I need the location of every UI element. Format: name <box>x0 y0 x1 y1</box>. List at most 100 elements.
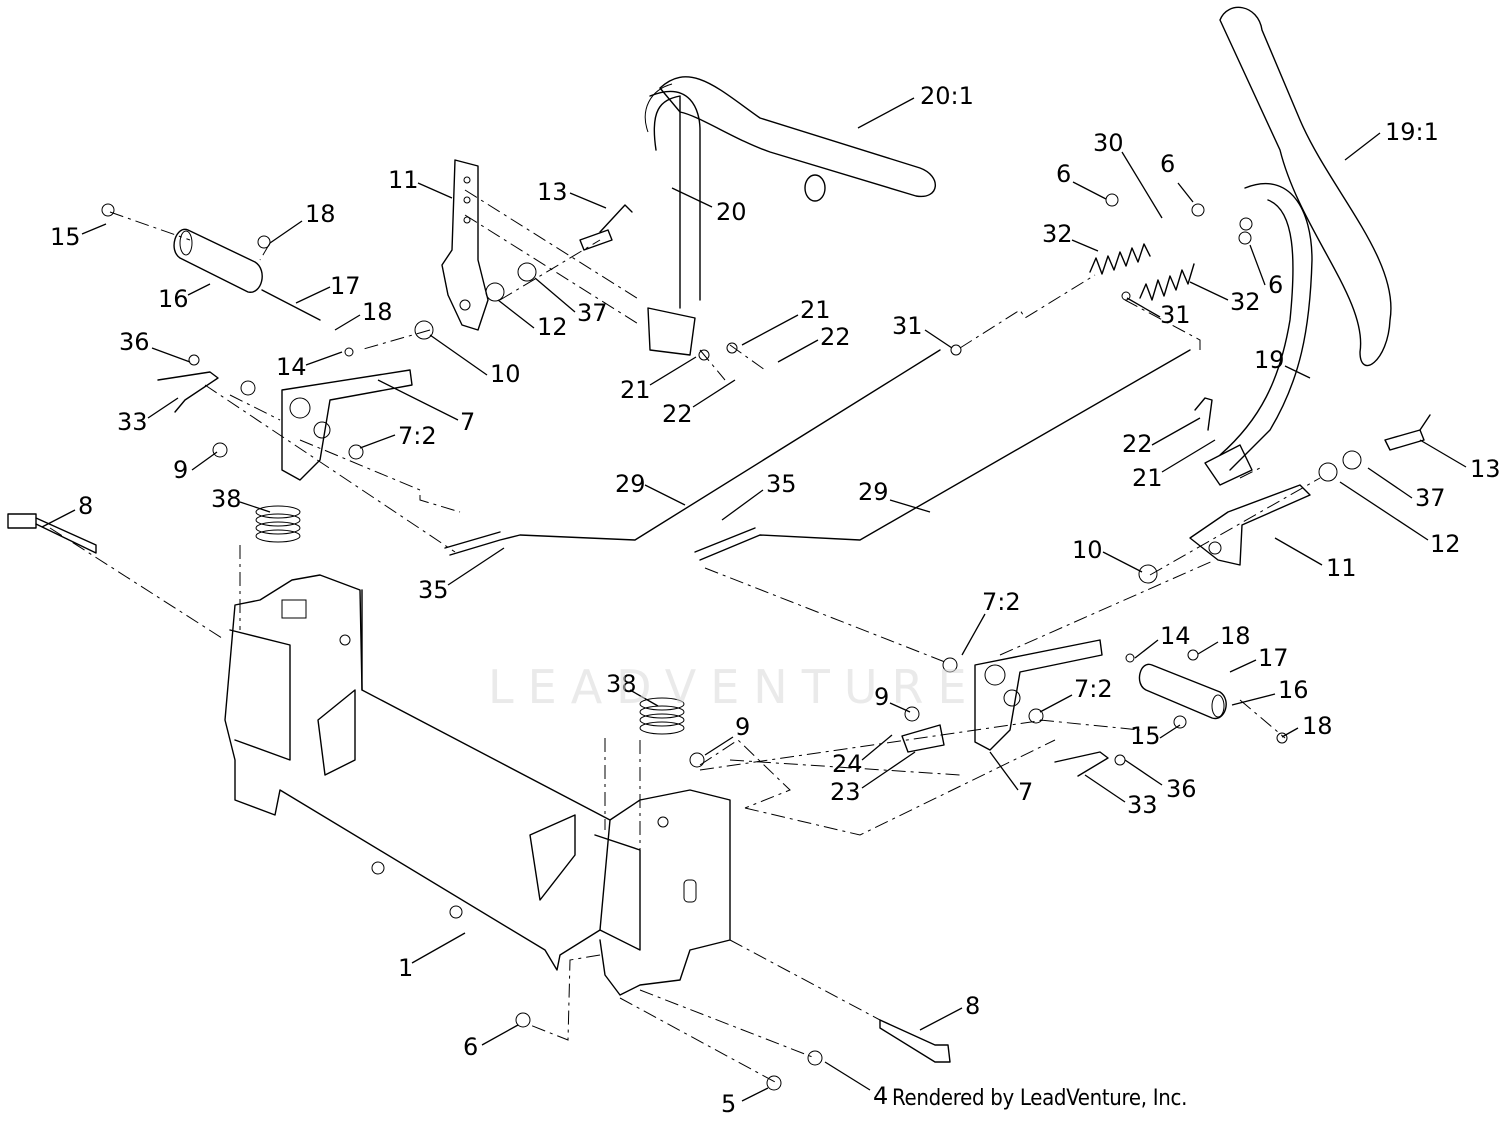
leader-line-c-29-b <box>889 499 931 513</box>
leader-line-c-9-b <box>889 702 911 713</box>
callout-c-1: 1 <box>398 954 413 982</box>
callout-c-38-b: 38 <box>606 670 637 698</box>
leader-line-c-7-2-b <box>961 613 986 656</box>
callout-c-30: 30 <box>1093 129 1124 157</box>
callout-c-37-a: 37 <box>577 299 608 327</box>
render-credit: Rendered by LeadVenture, Inc. <box>892 1086 1188 1111</box>
spring-32-a <box>1089 243 1151 275</box>
leader-line-c-15-b <box>1159 724 1181 739</box>
callout-c-29-a: 29 <box>615 470 646 498</box>
callout-c-35-b: 35 <box>418 576 449 604</box>
leader-line-c-6-d <box>481 1024 519 1046</box>
leader-line-c-16-b <box>1231 693 1276 706</box>
callout-c-18-a: 18 <box>305 200 336 228</box>
leader-line-c-19-1 <box>1344 132 1381 161</box>
leader-line-c-33-b <box>1084 774 1126 803</box>
leader-line-c-31-a <box>1126 297 1161 318</box>
bolt-8-right <box>879 1019 951 1063</box>
leader-line-c-12-b <box>1339 481 1429 541</box>
callout-c-16-a: 16 <box>158 285 189 313</box>
spring-38-a <box>255 505 301 543</box>
callout-c-24: 24 <box>832 750 863 778</box>
callout-c-5: 5 <box>721 1090 736 1118</box>
watermark-text: LEADVENTURE <box>488 660 981 714</box>
callout-c-18-b: 18 <box>362 298 393 326</box>
leader-line-c-38-a <box>239 501 271 513</box>
callout-c-14-a: 14 <box>276 353 307 381</box>
leader-line-c-7-b <box>989 751 1019 791</box>
callout-c-22-a: 22 <box>820 323 851 351</box>
callout-c-33-a: 33 <box>117 408 148 436</box>
leader-line-c-8-b <box>919 1007 963 1031</box>
leader-line-c-6-a <box>1072 181 1107 200</box>
leader-line-c-21-b <box>649 356 697 386</box>
leader-line-c-11-b <box>1274 537 1323 566</box>
leader-line-c-9-a <box>191 451 218 471</box>
callout-c-7-2-a: 7:2 <box>398 422 437 450</box>
callout-c-36-a: 36 <box>119 328 150 356</box>
control-arm-left-20 <box>647 90 701 356</box>
leader-line-c-33-a <box>147 397 179 419</box>
leader-line-c-13-a <box>569 192 607 209</box>
leader-line-c-9-c <box>704 736 734 756</box>
pivot-bracket-right-7 <box>974 639 1103 751</box>
leader-line-c-30 <box>1121 151 1163 219</box>
leader-line-c-35-a <box>721 489 764 521</box>
leader-line-c-8-a <box>41 509 76 528</box>
leader-line-c-36-b <box>1124 759 1163 786</box>
leader-line-c-21-c <box>1161 439 1216 473</box>
callout-c-6-b: 6 <box>1160 150 1175 178</box>
lever-left-11 <box>441 159 489 331</box>
callout-c-15-a: 15 <box>50 223 81 251</box>
callout-c-32-b: 32 <box>1230 288 1261 316</box>
leader-line-c-19 <box>1284 365 1311 379</box>
callout-c-6-c: 6 <box>1268 271 1283 299</box>
callout-c-21-c: 21 <box>1132 464 1163 492</box>
callout-c-11-b: 11 <box>1326 554 1357 582</box>
control-rod-29-right <box>694 349 1191 561</box>
callout-c-23: 23 <box>830 778 861 806</box>
leader-line-c-17-b <box>1229 659 1257 673</box>
leader-line-c-7-2-a <box>359 434 396 449</box>
control-rod-29-left <box>444 349 941 556</box>
main-frame-1 <box>224 574 731 996</box>
callout-c-7-2-c: 7:2 <box>1074 675 1113 703</box>
leader-line-c-32-a <box>1071 239 1099 252</box>
leader-line-c-10-b <box>1102 551 1143 573</box>
callout-c-15-b: 15 <box>1130 722 1161 750</box>
lever-right-11 <box>1189 484 1311 566</box>
leader-line-c-6-b <box>1177 182 1194 203</box>
leader-line-c-5 <box>741 1087 769 1102</box>
leader-line-c-13-b <box>1419 439 1467 468</box>
callout-c-20: 20 <box>716 198 747 226</box>
callout-c-13-b: 13 <box>1470 455 1500 483</box>
leader-line-c-4 <box>824 1061 871 1091</box>
callout-c-7-2-b: 7:2 <box>982 588 1021 616</box>
callout-c-7-a: 7 <box>460 408 475 436</box>
callout-c-14-b: 14 <box>1160 622 1191 650</box>
assembly-lines <box>49 189 1321 1083</box>
callout-c-17-b: 17 <box>1258 644 1289 672</box>
callout-c-21-b: 21 <box>620 376 651 404</box>
callout-c-31-b: 31 <box>892 312 923 340</box>
callout-c-31-a: 31 <box>1160 301 1191 329</box>
leader-line-c-1 <box>411 932 466 964</box>
leader-line-c-11-a <box>417 182 453 199</box>
leader-line-c-10-a <box>429 334 488 376</box>
callout-c-7-b: 7 <box>1018 778 1033 806</box>
callout-c-8-b: 8 <box>965 992 980 1020</box>
callout-c-18-d: 18 <box>1302 712 1333 740</box>
leader-line-c-15-a <box>81 223 107 235</box>
damper-right-16 <box>1138 663 1227 720</box>
callout-c-33-b: 33 <box>1127 791 1158 819</box>
leader-line-c-24 <box>861 734 893 761</box>
callout-c-38-a: 38 <box>211 485 242 513</box>
callout-c-29-b: 29 <box>858 478 889 506</box>
spring-38-b <box>639 697 685 735</box>
leader-line-c-14-a <box>305 351 343 366</box>
callout-c-36-b: 36 <box>1166 775 1197 803</box>
leader-line-c-12-a <box>497 299 535 329</box>
